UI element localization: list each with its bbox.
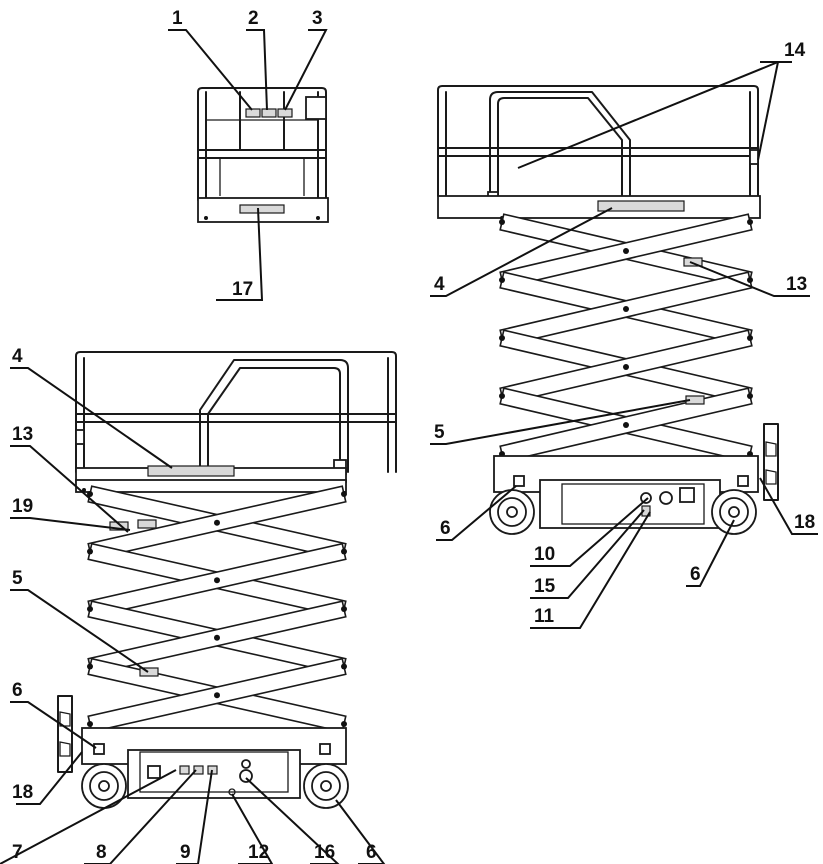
lift-right-view	[437, 85, 779, 535]
scissor-pin	[214, 634, 220, 641]
callout-16: 16	[314, 842, 335, 863]
scissor-pin	[747, 277, 753, 283]
callout-8: 8	[96, 842, 107, 863]
callout-10: 10	[534, 544, 555, 565]
scissor-pin	[87, 491, 93, 497]
scissor-pin	[747, 393, 753, 399]
scissor-pin	[499, 219, 505, 225]
scissor-pin	[214, 519, 220, 526]
callout-15: 15	[534, 576, 556, 597]
callout-17: 17	[232, 279, 253, 300]
scissor-pin	[499, 393, 505, 399]
scissor-pin	[214, 577, 220, 584]
callout-6-right-a: 6	[440, 518, 451, 539]
decal-13-left	[109, 521, 129, 531]
scissor-pin	[87, 548, 93, 555]
decal-4-right	[597, 200, 685, 212]
callout-4-right: 4	[434, 274, 445, 295]
scissor-pin	[341, 491, 347, 497]
decal-1	[245, 108, 261, 118]
decal-4-left	[147, 465, 235, 477]
scissor-pin	[214, 692, 220, 699]
callout-7: 7	[12, 842, 23, 863]
lift-left-view	[57, 351, 397, 809]
callout-5-right: 5	[434, 422, 445, 443]
callout-9: 9	[180, 842, 191, 863]
platform-front-view	[197, 87, 329, 223]
callout-3: 3	[312, 8, 323, 29]
decal-17	[239, 204, 285, 214]
callout-13-right: 13	[786, 274, 807, 295]
scissor-pin	[341, 663, 347, 670]
scissor-pin	[87, 663, 93, 670]
scissor-pin	[341, 548, 347, 555]
scissor-pin	[623, 364, 629, 370]
callout-5-left: 5	[12, 568, 23, 589]
scissor-pin	[623, 306, 629, 312]
callout-6-right-b: 6	[690, 564, 701, 585]
callout-12: 12	[248, 842, 269, 863]
scissor-pin	[747, 219, 753, 225]
decal-19	[137, 519, 157, 529]
callout-18-left: 18	[12, 782, 33, 803]
decal-5-left	[139, 667, 159, 677]
decal-13-right	[683, 257, 703, 267]
decal-3	[277, 108, 293, 118]
scissor-pin	[87, 721, 93, 727]
callout-1: 1	[172, 8, 183, 29]
scissor-pin	[747, 335, 753, 341]
scissor-pin	[623, 248, 629, 254]
scissor-pin	[341, 606, 347, 612]
scissor-pin	[341, 721, 347, 727]
callout-13-left: 13	[12, 424, 33, 445]
callout-6-left-a: 6	[12, 680, 23, 701]
callout-19: 19	[12, 496, 33, 517]
callout-2: 2	[248, 8, 259, 29]
callout-18-right: 18	[794, 512, 815, 533]
decal-2	[261, 108, 277, 118]
scissor-pin	[87, 606, 93, 612]
scissor-pin	[499, 277, 505, 283]
callout-11: 11	[534, 606, 555, 627]
scissor-pin	[499, 335, 505, 341]
callout-6-left-b: 6	[366, 842, 377, 863]
callout-14: 14	[784, 40, 806, 61]
callout-4-left: 4	[12, 346, 23, 367]
scissor-pin	[623, 422, 629, 428]
